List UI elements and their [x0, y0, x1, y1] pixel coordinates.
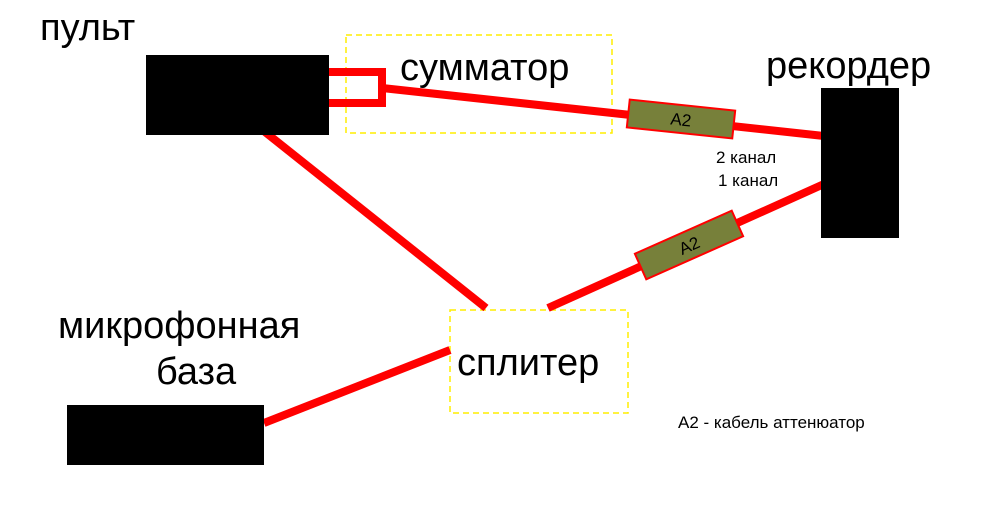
console-to-splitter-cable	[257, 124, 489, 312]
recorder-device	[821, 88, 899, 238]
recorder-label: рекордер	[766, 45, 931, 87]
mic-base-device	[67, 405, 264, 465]
mic-base-label-line1: микрофонная	[58, 305, 300, 347]
console-to-summator-cable	[325, 68, 386, 107]
console-device	[146, 55, 329, 135]
cables	[257, 68, 826, 427]
summator-box	[345, 34, 613, 134]
summator-to-recorder-cable	[381, 84, 825, 140]
channel-1-label: 1 канал	[718, 171, 778, 190]
splitter-box	[449, 309, 629, 414]
attenuator-top-label: A2	[670, 109, 693, 130]
mic-base-to-splitter-cable	[262, 346, 452, 427]
splitter-label: сплитер	[457, 342, 599, 384]
attenuator-bottom: A2	[633, 209, 745, 281]
mic-base-label-line2: база	[156, 351, 237, 393]
legend-text: A2 - кабель аттенюатор	[678, 413, 865, 432]
console-label: пульт	[40, 7, 135, 49]
channel-2-label: 2 канал	[716, 148, 776, 167]
summator-label: сумматор	[400, 47, 569, 89]
attenuator-top: A2	[625, 98, 737, 140]
